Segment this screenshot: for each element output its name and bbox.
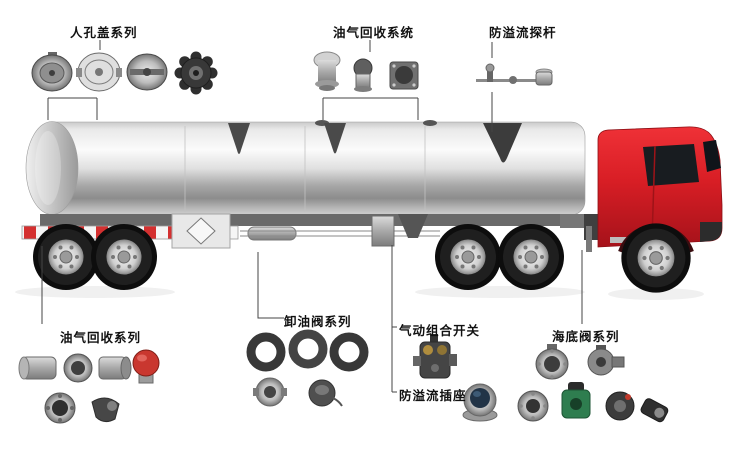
label-vapor-recovery-system: 油气回收系统 xyxy=(333,25,415,40)
clamp-ring-icon xyxy=(329,332,369,372)
clamp-ring-icon xyxy=(288,329,328,369)
label-bottom-valve-series: 海底阀系列 xyxy=(552,329,620,344)
overflow-socket-part xyxy=(462,383,498,422)
flanged-valve-2-icon xyxy=(587,345,625,376)
label-overflow-socket: 防溢流插座 xyxy=(399,388,467,403)
overflow-socket-dome-icon xyxy=(462,383,498,422)
cab-windshield xyxy=(703,140,721,172)
label-manhole-series: 人孔盖系列 xyxy=(70,25,138,40)
tank-shadow-drip xyxy=(324,123,346,154)
dark-valve-red-dot-icon xyxy=(605,391,635,421)
trailer-wheel xyxy=(90,223,158,291)
trailer-wheel xyxy=(434,223,502,291)
discharge-funnel xyxy=(398,214,428,238)
flange-disc-icon xyxy=(517,390,549,422)
support-leg xyxy=(586,226,592,252)
callout-manhole-bracket xyxy=(47,97,98,120)
green-emergency-valve-icon xyxy=(561,382,591,419)
label-discharge-valve: 卸油阀系列 xyxy=(284,314,352,329)
flanged-coupler-icon xyxy=(63,353,93,383)
manhole-cover-crossbar-icon xyxy=(126,53,168,91)
elbow-coupler-icon xyxy=(91,397,120,423)
label-overflow-probe: 防溢流探杆 xyxy=(489,25,557,40)
pneumatic-switch-part xyxy=(413,334,457,379)
coupler-cylinder-icon xyxy=(18,356,57,380)
vapor-recovery-series-parts xyxy=(18,349,160,424)
vapor-flange-adapter-icon xyxy=(389,61,419,90)
probe-rod-icon xyxy=(476,79,540,82)
round-coupler-icon xyxy=(44,392,76,424)
vapor-vent-dome-icon xyxy=(313,51,341,91)
tank-top-fitting xyxy=(423,120,437,126)
manhole-cover-hinged-icon xyxy=(31,52,73,92)
cab-step xyxy=(610,237,632,243)
adapter-cylinder-icon xyxy=(98,356,132,380)
trailer-wheel xyxy=(32,223,100,291)
manhole-cover-parts xyxy=(31,51,218,95)
tank-body xyxy=(25,120,586,216)
callout-lines xyxy=(41,40,583,393)
probe-fitting-icon xyxy=(535,68,553,86)
placard-diamond xyxy=(186,217,216,245)
bottom-valve-parts xyxy=(517,344,669,423)
label-vapor-recovery-series: 油气回收系列 xyxy=(60,330,142,345)
front-bumper xyxy=(700,222,722,242)
capped-coupler-chain-icon xyxy=(308,379,343,407)
callout-vapor-top-bracket xyxy=(322,97,419,120)
cab-wheel xyxy=(620,222,692,294)
discharge-valve-parts xyxy=(246,329,369,407)
red-cap-coupler-icon xyxy=(132,349,160,384)
cab-side-window xyxy=(643,144,699,186)
breather-valve-scalloped-icon xyxy=(174,51,218,95)
manhole-cover-round-icon xyxy=(76,52,122,92)
flanged-valve-1-icon xyxy=(535,344,569,380)
overflow-probe-parts xyxy=(476,63,553,86)
round-coupler2-icon xyxy=(253,377,287,407)
callout-pneumatic-socket xyxy=(391,245,397,393)
clamp-ring-icon xyxy=(246,332,286,372)
overflow-probe-mount xyxy=(483,123,522,163)
angle-valve-icon xyxy=(640,398,669,423)
ground-shadows xyxy=(15,286,704,300)
valve-box xyxy=(371,215,395,247)
air-tank xyxy=(247,226,297,241)
vapor-recovery-system-parts xyxy=(313,51,419,92)
callout-discharge xyxy=(257,252,284,319)
tank-shadow-drip xyxy=(228,123,250,154)
label-pneumatic-switch: 气动组合开关 xyxy=(399,323,481,338)
pneumatic-combo-valve-icon xyxy=(413,334,457,379)
vapor-elbow-icon xyxy=(353,58,373,92)
trailer-wheel xyxy=(497,223,565,291)
